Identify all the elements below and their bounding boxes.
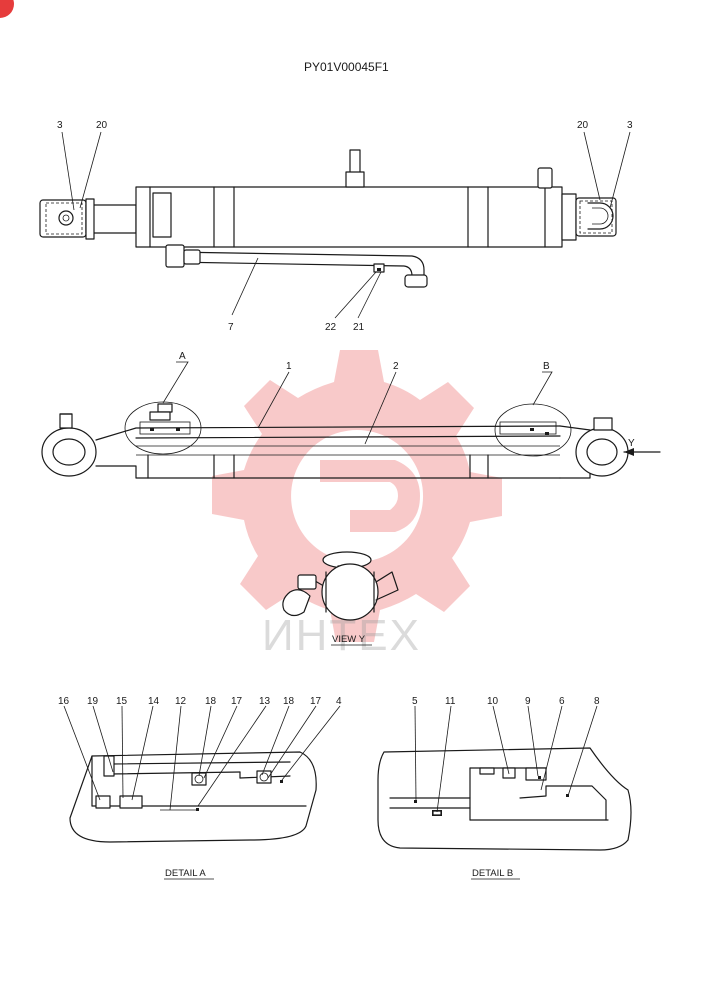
top-view-leaders bbox=[61, 131, 631, 319]
view-y-caption: VIEW Y bbox=[332, 634, 366, 645]
callout-18-b: 18 bbox=[283, 696, 295, 707]
side-view-cylinder bbox=[41, 401, 661, 479]
callout-7: 7 bbox=[228, 322, 234, 333]
detail-a-caption: DETAIL A bbox=[165, 868, 206, 879]
top-view-cylinder bbox=[39, 149, 617, 288]
arrow-label-y: Y bbox=[628, 438, 635, 449]
callout-12: 12 bbox=[175, 696, 187, 707]
callout-14: 14 bbox=[148, 696, 160, 707]
watermark-text: ИНТЕХ bbox=[262, 611, 421, 660]
callout-13: 13 bbox=[259, 696, 271, 707]
side-view-leaders bbox=[162, 361, 553, 445]
callout-B: B bbox=[543, 361, 550, 372]
callout-5: 5 bbox=[412, 696, 418, 707]
callout-22: 22 bbox=[325, 322, 337, 333]
callout-2: 2 bbox=[393, 361, 399, 372]
callout-16: 16 bbox=[58, 696, 70, 707]
detail-a-drawing bbox=[69, 751, 317, 843]
callout-6: 6 bbox=[559, 696, 565, 707]
detail-a-leaders bbox=[63, 705, 341, 811]
callout-20-left: 20 bbox=[96, 120, 108, 131]
callout-19: 19 bbox=[87, 696, 99, 707]
callout-17-a: 17 bbox=[231, 696, 243, 707]
drawing-number: PY01V00045F1 bbox=[304, 60, 389, 74]
callout-4: 4 bbox=[336, 696, 342, 707]
callout-1: 1 bbox=[286, 361, 292, 372]
callout-9: 9 bbox=[525, 696, 531, 707]
detail-b-caption: DETAIL B bbox=[472, 868, 513, 879]
callout-21: 21 bbox=[353, 322, 365, 333]
view-y-drawing bbox=[282, 551, 399, 621]
callout-18-a: 18 bbox=[205, 696, 217, 707]
callout-A: A bbox=[179, 351, 186, 362]
callout-10: 10 bbox=[487, 696, 499, 707]
callout-3-right: 3 bbox=[627, 120, 633, 131]
callout-11: 11 bbox=[445, 696, 456, 707]
detail-b-leaders bbox=[414, 705, 598, 813]
callout-8: 8 bbox=[594, 696, 600, 707]
callout-17-b: 17 bbox=[310, 696, 322, 707]
corner-badge bbox=[0, 0, 14, 18]
detail-b-drawing bbox=[377, 747, 632, 851]
callout-20-right: 20 bbox=[577, 120, 589, 131]
callout-3-left: 3 bbox=[57, 120, 63, 131]
callout-15: 15 bbox=[116, 696, 128, 707]
